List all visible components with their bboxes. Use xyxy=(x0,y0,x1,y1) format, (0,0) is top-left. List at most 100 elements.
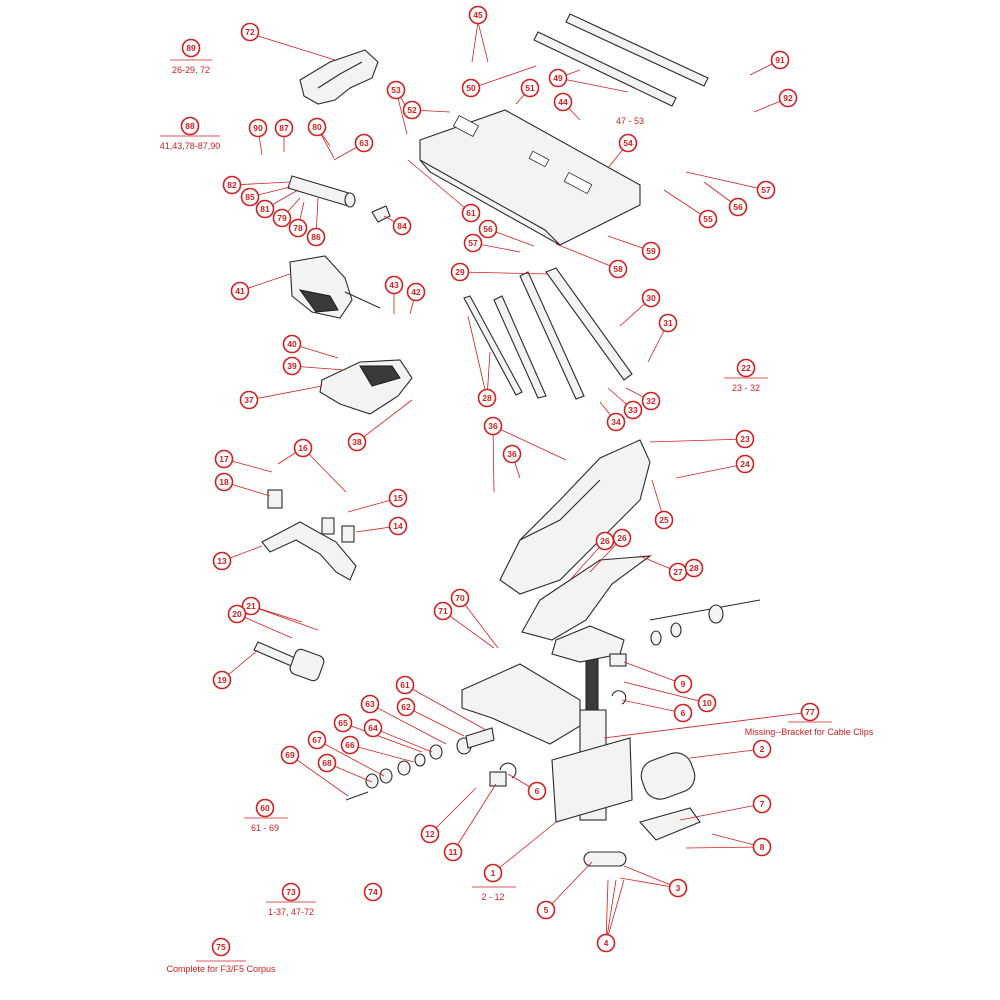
callout-58: 58 xyxy=(608,259,628,279)
callout-number: 64 xyxy=(368,723,378,733)
callout-66: 66 xyxy=(340,735,360,755)
callout-81: 81 xyxy=(255,199,275,219)
callout-circle xyxy=(274,118,294,138)
callout-number: 37 xyxy=(244,395,254,405)
callout-circle xyxy=(272,208,292,228)
callout-number: 6 xyxy=(681,708,686,718)
callout-circle xyxy=(658,313,678,333)
callout-circle xyxy=(668,878,688,898)
callout-25: 25 xyxy=(654,510,674,530)
callout-circle xyxy=(340,735,360,755)
callout-39: 39 xyxy=(282,356,302,376)
callout-circle xyxy=(347,432,367,452)
callout-number: 5 xyxy=(544,905,549,915)
callout-54: 54 xyxy=(618,133,638,153)
callout-77: 77 xyxy=(800,702,820,722)
callout-circle xyxy=(317,753,337,773)
part-actuator-41 xyxy=(289,255,353,319)
callout-circle xyxy=(282,356,302,376)
callout-number: 71 xyxy=(438,606,448,616)
callout-34: 34 xyxy=(606,412,626,432)
callout-number: 61 xyxy=(466,208,476,218)
callout-51: 51 xyxy=(520,78,540,98)
callout-circle xyxy=(450,262,470,282)
callout-number: 90 xyxy=(253,123,263,133)
part-base-plate xyxy=(551,737,633,823)
callout-circle xyxy=(608,259,628,279)
callout-32: 32 xyxy=(641,391,661,411)
callout-55: 55 xyxy=(698,209,718,229)
callout-circle xyxy=(363,882,383,902)
group-label-60: 61 - 69 xyxy=(251,823,279,833)
callout-circle xyxy=(214,472,234,492)
callout-circle xyxy=(212,551,232,571)
callout-71: 71 xyxy=(433,601,453,621)
callout-38: 38 xyxy=(347,432,367,452)
callout-number: 41 xyxy=(235,286,245,296)
callout-number: 44 xyxy=(558,97,568,107)
callout-number: 36 xyxy=(488,421,498,431)
callout-number: 77 xyxy=(805,707,815,717)
callout-number: 43 xyxy=(389,280,399,290)
callout-number: 40 xyxy=(287,339,297,349)
callout-number: 54 xyxy=(623,138,633,148)
callout-circle xyxy=(477,388,497,408)
callout-circle xyxy=(641,241,661,261)
callout-circle xyxy=(214,449,234,469)
group-label-73: 1-37, 47-72 xyxy=(268,907,314,917)
callout-22: 22 xyxy=(736,358,756,378)
callout-circle xyxy=(548,68,568,88)
callout-78: 78 xyxy=(288,218,308,238)
callout-53: 53 xyxy=(386,80,406,100)
callout-circle xyxy=(483,863,503,883)
callout-63: 63 xyxy=(360,694,380,714)
callout-36: 36 xyxy=(483,416,503,436)
part-arm-30 xyxy=(545,267,633,381)
part-housing-60 xyxy=(461,663,581,745)
callout-59: 59 xyxy=(641,241,661,261)
callout-number: 67 xyxy=(312,735,322,745)
callout-number: 26 xyxy=(600,536,610,546)
callout-30: 30 xyxy=(641,288,661,308)
callout-circle xyxy=(673,674,693,694)
callout-7: 7 xyxy=(752,794,772,814)
callout-circle xyxy=(623,400,643,420)
callout-number: 34 xyxy=(611,417,621,427)
callout-number: 52 xyxy=(407,105,417,115)
callout-75: 75 xyxy=(211,937,231,957)
callout-number: 81 xyxy=(260,204,270,214)
callout-circle xyxy=(255,199,275,219)
callout-circle xyxy=(392,216,412,236)
group-labels: 26-29, 72 41,43,78-87,90 47 - 53 23 - 32… xyxy=(160,59,874,974)
callout-28: 28 xyxy=(684,558,704,578)
callout-circle xyxy=(360,694,380,714)
callout-circle xyxy=(227,604,247,624)
callout-number: 14 xyxy=(393,521,403,531)
part-motor-2 xyxy=(640,752,696,800)
callout-number: 70 xyxy=(455,593,465,603)
callout-63: 63 xyxy=(354,133,374,153)
callout-85: 85 xyxy=(240,187,260,207)
callout-circle xyxy=(363,718,383,738)
part-bracket-7 xyxy=(639,807,701,841)
callout-41: 41 xyxy=(230,281,250,301)
callout-circle xyxy=(248,118,268,138)
part-rail-lower xyxy=(533,31,677,107)
callout-90: 90 xyxy=(248,118,268,138)
callout-36: 36 xyxy=(502,444,522,464)
callout-number: 15 xyxy=(393,493,403,503)
callout-14: 14 xyxy=(388,516,408,536)
callout-circle xyxy=(463,233,483,253)
callout-circle xyxy=(770,50,790,70)
callout-27: 27 xyxy=(668,562,688,582)
callout-circle xyxy=(641,288,661,308)
callout-69: 69 xyxy=(280,745,300,765)
callout-43: 43 xyxy=(384,275,404,295)
callout-37: 37 xyxy=(239,390,259,410)
group-label-1: 2 - 12 xyxy=(481,892,504,902)
callout-circle xyxy=(450,588,470,608)
callout-circle xyxy=(240,22,260,42)
callout-circle xyxy=(230,281,250,301)
callout-9: 9 xyxy=(673,674,693,694)
